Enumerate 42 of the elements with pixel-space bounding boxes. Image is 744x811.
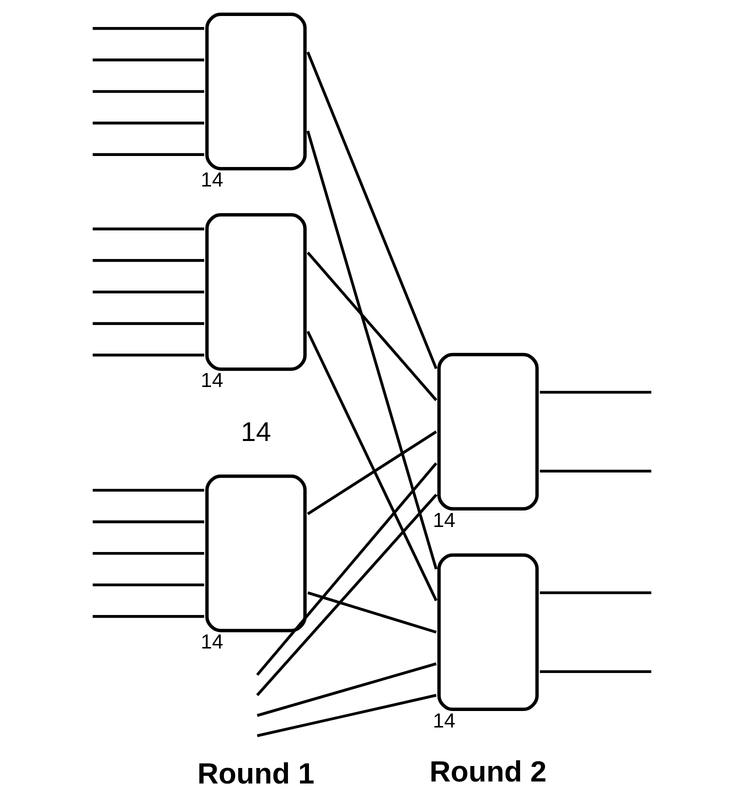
connector — [307, 430, 437, 516]
connector — [540, 390, 652, 394]
connector — [540, 470, 652, 473]
connector — [92, 122, 204, 124]
node-box — [437, 553, 539, 712]
label: Round 2 — [429, 755, 547, 788]
node-label: 14 — [432, 510, 456, 532]
connector — [92, 153, 204, 156]
connector — [306, 52, 438, 370]
connector — [306, 130, 438, 570]
label: 14 — [240, 416, 272, 447]
node-label: 14 — [200, 631, 224, 654]
label: Round 1 — [197, 757, 314, 790]
node-label: 14 — [432, 710, 456, 732]
connector — [92, 615, 204, 618]
node-box — [205, 12, 307, 170]
connector — [92, 259, 204, 262]
connector — [92, 58, 204, 62]
connector — [256, 662, 437, 717]
connector — [92, 228, 204, 230]
connector — [92, 552, 204, 555]
connector — [92, 27, 204, 30]
connector — [92, 90, 204, 93]
connector — [306, 330, 438, 602]
node-label: 14 — [200, 170, 224, 192]
connector — [92, 322, 204, 325]
connector — [92, 488, 204, 492]
connector — [307, 591, 437, 634]
connector — [540, 591, 652, 594]
connector — [306, 252, 438, 402]
node-box — [205, 213, 307, 371]
connector — [256, 462, 438, 676]
connector — [92, 290, 204, 294]
node-box — [205, 474, 307, 632]
connector — [540, 670, 652, 674]
connector — [92, 354, 204, 356]
node-box — [437, 352, 539, 511]
connector — [256, 494, 438, 696]
connector — [256, 694, 437, 738]
connector — [92, 583, 204, 586]
connector — [92, 520, 204, 524]
node-label: 14 — [200, 370, 224, 392]
